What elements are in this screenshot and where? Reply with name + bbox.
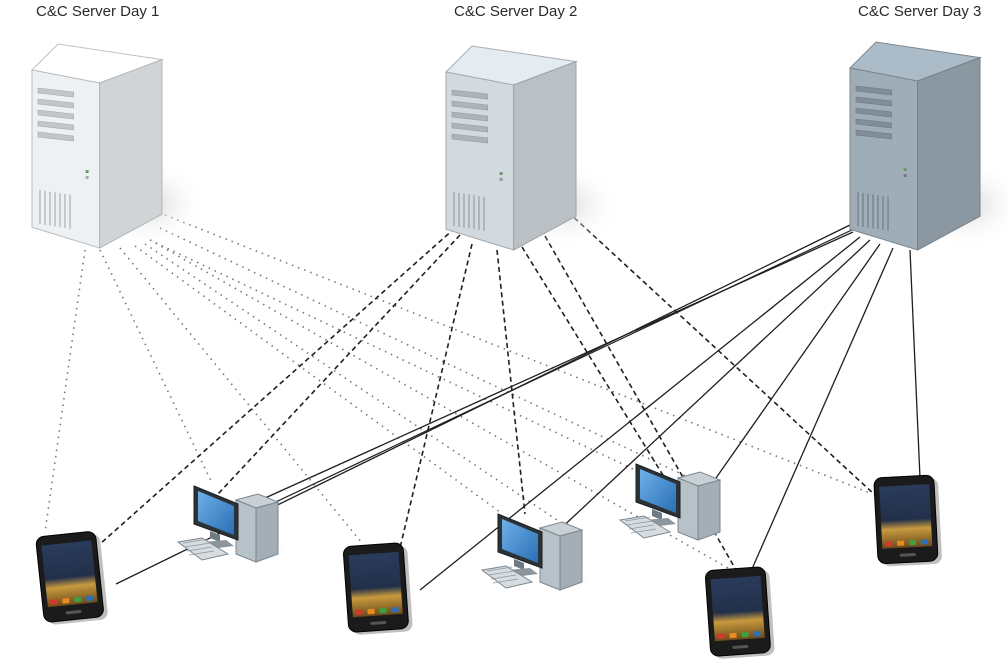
- clients-group: [35, 463, 942, 659]
- day2-connection-line: [399, 243, 473, 549]
- day2-connection-line: [521, 246, 667, 481]
- day2-connections: [99, 211, 876, 571]
- smartphone-icon: [35, 531, 108, 625]
- server-day1-label: C&C Server Day 1: [36, 3, 160, 20]
- day1-connection-line: [134, 245, 501, 513]
- server-day2-icon: [444, 45, 622, 251]
- server-day3-icon: [848, 41, 1008, 251]
- desktop-computer-icon: [480, 513, 592, 592]
- day1-connection-line: [164, 214, 871, 494]
- day3-connection-line: [245, 227, 857, 517]
- day2-connection-line: [217, 234, 461, 495]
- desktop-computer-icon: [618, 463, 730, 542]
- server-day2-label: C&C Server Day 2: [454, 3, 578, 20]
- day3-connection-line: [909, 249, 921, 479]
- day3-connection-line: [715, 243, 881, 479]
- day3-connection-line: [419, 236, 861, 591]
- day3-connections: [115, 224, 921, 591]
- day2-connection-line: [544, 235, 737, 571]
- day1-connection-line: [44, 249, 86, 533]
- day2-connection-line: [496, 249, 526, 515]
- day3-connection-line: [747, 247, 894, 579]
- desktop-computer-icon: [176, 485, 288, 564]
- day2-connection-line: [567, 211, 876, 496]
- day2-connection-line: [99, 227, 456, 545]
- servers-group: [30, 41, 1008, 251]
- smartphone-icon: [873, 474, 942, 567]
- day1-connection-line: [99, 249, 213, 484]
- smartphone-icon: [704, 566, 775, 659]
- day1-connection-line: [159, 227, 691, 479]
- server-day1-icon: [30, 43, 208, 249]
- smartphone-icon: [342, 542, 413, 635]
- day1-connection-line: [149, 239, 636, 471]
- day1-connections: [44, 214, 871, 573]
- server-day3-label: C&C Server Day 3: [858, 3, 982, 20]
- day3-connection-line: [556, 239, 871, 533]
- day1-connection-line: [144, 243, 561, 523]
